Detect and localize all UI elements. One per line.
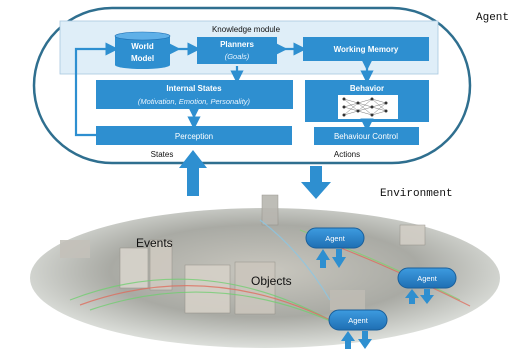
world-model-cylinder: World Model	[114, 31, 171, 69]
states-label: States	[151, 150, 174, 159]
planners-subtitle: (Goals)	[225, 52, 250, 61]
events-label: Events	[136, 236, 173, 250]
env-agent-1: Agent	[305, 227, 365, 268]
behavior-network-graphic	[338, 95, 398, 119]
internal-states-subtitle: (Motivation, Emotion, Personality)	[138, 97, 251, 106]
working-memory-label: Working Memory	[334, 45, 399, 54]
world-model-line2: Model	[131, 54, 154, 63]
actions-label: Actions	[334, 150, 360, 159]
actions-down-arrow	[301, 166, 331, 199]
env-agent-2-label: Agent	[417, 274, 438, 283]
knowledge-module-label: Knowledge module	[212, 25, 281, 34]
perception-box	[96, 126, 292, 145]
environment-label: Environment	[380, 188, 453, 200]
env-agent-3-label: Agent	[348, 316, 369, 325]
env-agent-2: Agent	[397, 267, 457, 304]
world-model-line1: World	[131, 42, 154, 51]
env-agent-1-label: Agent	[325, 234, 346, 243]
internal-states-box	[96, 80, 293, 109]
working-memory-box	[303, 37, 429, 61]
behaviour-control-label: Behaviour Control	[334, 132, 398, 141]
agent-label: Agent	[476, 12, 509, 24]
planners-box	[197, 37, 277, 64]
behaviour-control-box	[314, 127, 419, 145]
internal-states-title: Internal States	[166, 84, 222, 93]
internal-connectors	[74, 42, 374, 137]
perception-to-world-model-arrow	[74, 42, 119, 137]
env-agent-3: Agent	[328, 309, 388, 349]
states-up-arrow	[179, 150, 207, 196]
behavior-label: Behavior	[350, 84, 384, 93]
objects-label: Objects	[251, 274, 292, 288]
perception-label: Perception	[175, 132, 213, 141]
planners-title: Planners	[220, 40, 254, 49]
